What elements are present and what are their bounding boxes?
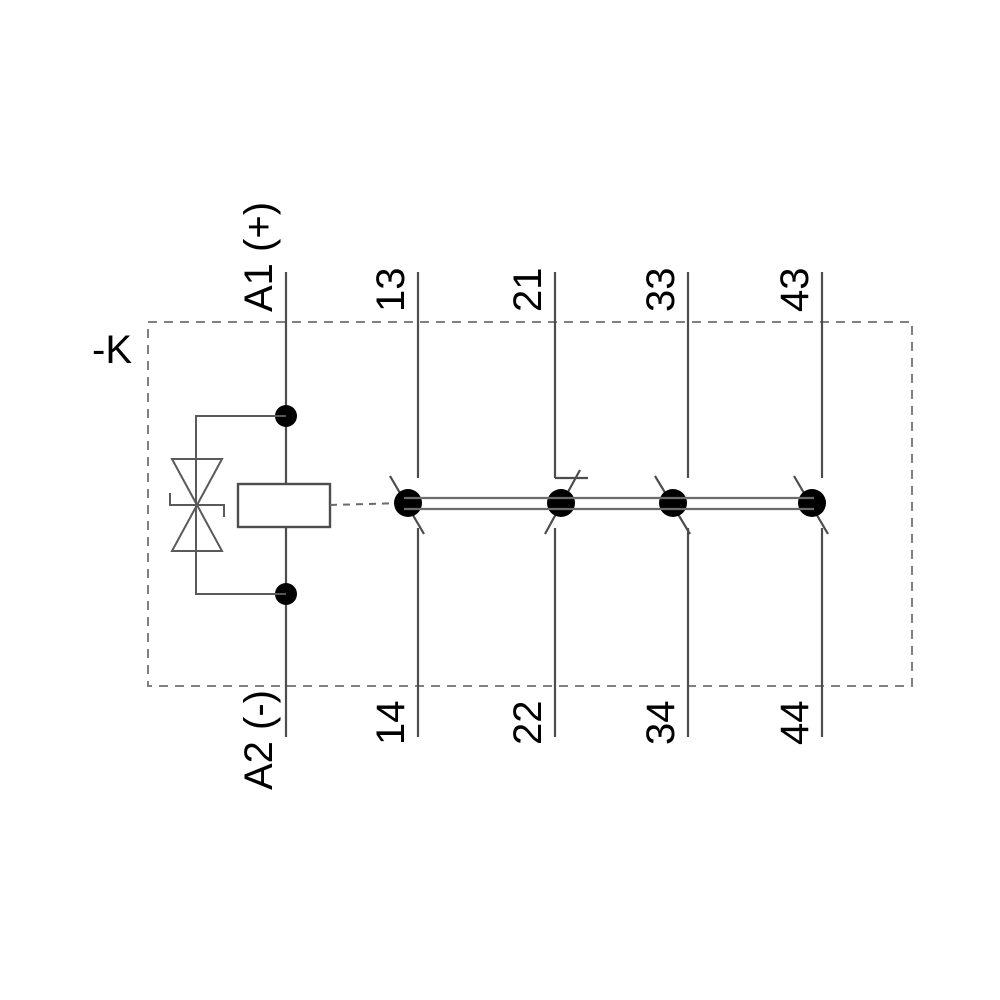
contact-group-43-44	[793, 272, 829, 737]
contact-group-13-14	[389, 272, 425, 737]
contact-pivot-dot-13-14	[394, 489, 422, 517]
terminal-label-33: 33	[639, 268, 683, 313]
terminal-label-34: 34	[639, 701, 683, 746]
contact-group-33-34	[654, 272, 691, 737]
terminal-label-14: 14	[369, 701, 413, 746]
terminal-label-22: 22	[506, 701, 550, 746]
terminal-label-44: 44	[773, 701, 817, 746]
varistor-branch-bottom-wire	[195, 556, 286, 595]
terminal-label-a1: A1 (+)	[237, 202, 281, 312]
contact-pivot-dot-43-44	[798, 489, 826, 517]
terminal-label-21: 21	[506, 268, 550, 313]
contact-pivot-dot-21-22	[547, 489, 575, 517]
relay-coil-box	[236, 482, 332, 529]
terminal-label-43: 43	[773, 268, 817, 313]
mechanical-link-bar	[404, 496, 814, 511]
terminal-label-13: 13	[369, 268, 413, 313]
device-enclosure-dashed-box	[147, 321, 913, 687]
coil-to-contacts-dashed-link	[329, 502, 405, 506]
contact-group-21-22	[544, 272, 588, 737]
contact-pivot-dot-33-34	[659, 489, 687, 517]
varistor-branch-top-wire	[195, 415, 286, 455]
terminal-label-a2: A2 (-)	[237, 690, 281, 790]
varistor-symbol	[169, 458, 225, 552]
device-designation-label: -K	[92, 328, 132, 372]
